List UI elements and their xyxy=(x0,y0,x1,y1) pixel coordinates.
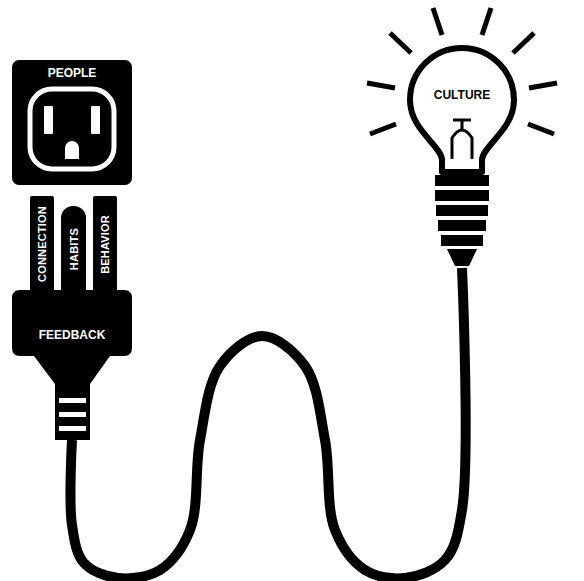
light-bulb-part xyxy=(435,190,489,201)
node-label: CULTURE xyxy=(405,88,519,102)
outlet-slot xyxy=(91,106,100,134)
plug-body-part xyxy=(12,290,132,440)
light-bulb-part xyxy=(438,220,486,231)
strain-relief-stripe xyxy=(59,426,86,431)
outlet-face xyxy=(30,89,114,169)
plug-prong: HABITS xyxy=(61,206,86,292)
ground-hole xyxy=(65,141,79,159)
light-ray xyxy=(367,83,395,88)
prong-label: CONNECTION xyxy=(36,206,48,282)
light-ray xyxy=(370,124,396,134)
light-ray xyxy=(513,33,534,53)
light-bulb-part xyxy=(441,235,483,246)
light-bulb-part xyxy=(436,205,488,216)
light-bulb-part xyxy=(453,120,471,130)
prong-label-holder: HABITS xyxy=(61,206,86,292)
plug-prong: BEHAVIOR xyxy=(93,196,117,292)
light-ray xyxy=(482,8,491,35)
light-bulb-part xyxy=(410,48,514,172)
light-bulb-part xyxy=(452,130,472,159)
prong-label-holder: CONNECTION xyxy=(30,196,54,292)
light-bulb-part xyxy=(447,249,477,266)
light-bulb-part xyxy=(435,175,489,186)
light-bulb: CULTURE xyxy=(405,42,519,268)
plug-body: FEEDBACK xyxy=(12,290,132,440)
prong-label-holder: BEHAVIOR xyxy=(93,196,117,292)
outlet-box: PEOPLE xyxy=(12,60,132,185)
light-ray xyxy=(390,33,411,53)
prong-label: BEHAVIOR xyxy=(99,215,111,274)
outlet-slot xyxy=(44,106,53,134)
plug-prong: CONNECTION xyxy=(30,196,54,292)
node-label: FEEDBACK xyxy=(12,328,132,342)
light-ray xyxy=(529,83,557,88)
prong-label: HABITS xyxy=(68,228,80,270)
node-label: PEOPLE xyxy=(12,66,132,80)
strain-relief-stripe xyxy=(59,412,86,417)
plug-body-outline xyxy=(12,290,132,440)
light-bulb-outline xyxy=(405,42,519,268)
light-ray xyxy=(528,124,554,134)
light-rays xyxy=(367,8,557,134)
light-ray xyxy=(433,8,442,35)
strain-relief-stripe xyxy=(59,398,86,403)
